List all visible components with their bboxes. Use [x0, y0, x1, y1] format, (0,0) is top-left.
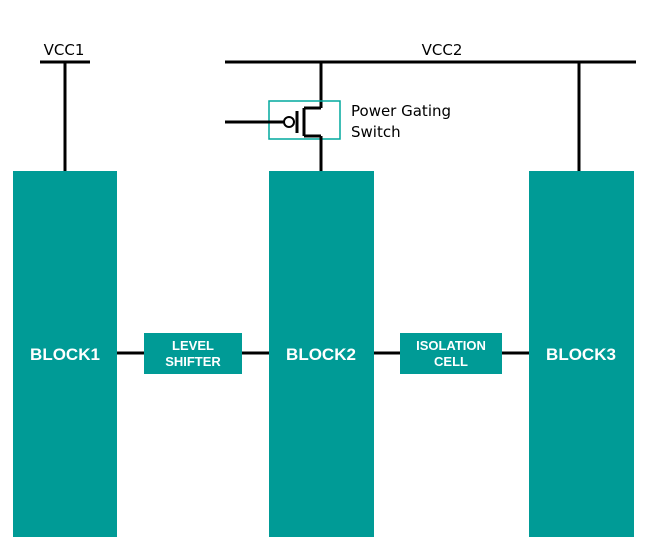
power-gating-switch: Power Gating Switch [225, 100, 451, 171]
vcc1-rail: VCC1 [40, 41, 90, 171]
vcc2-label: VCC2 [422, 41, 463, 59]
isolation-cell: ISOLATION CELL [400, 333, 502, 374]
block3-rect [529, 171, 634, 537]
block3: BLOCK3 [529, 171, 634, 537]
block2: BLOCK2 [269, 171, 374, 537]
switch-label-line1: Power Gating [351, 102, 451, 120]
vcc1-label: VCC1 [44, 41, 85, 59]
switch-inversion-bubble [283, 116, 295, 128]
isolation-cell-label-line2: CELL [434, 354, 468, 369]
switch-outline [268, 100, 341, 140]
isolation-cell-label-line1: ISOLATION [416, 338, 486, 353]
block2-rect [269, 171, 374, 537]
block1-label: BLOCK1 [30, 345, 100, 364]
block1: BLOCK1 [13, 171, 117, 537]
level-shifter-rect [144, 333, 242, 374]
level-shifter-label-line1: LEVEL [172, 338, 214, 353]
block3-label: BLOCK3 [546, 345, 616, 364]
level-shifter-label-line2: SHIFTER [165, 354, 221, 369]
block1-rect [13, 171, 117, 537]
level-shifter: LEVEL SHIFTER [144, 333, 242, 374]
block2-label: BLOCK2 [286, 345, 356, 364]
switch-label-line2: Switch [351, 123, 401, 141]
isolation-cell-rect [400, 333, 502, 374]
